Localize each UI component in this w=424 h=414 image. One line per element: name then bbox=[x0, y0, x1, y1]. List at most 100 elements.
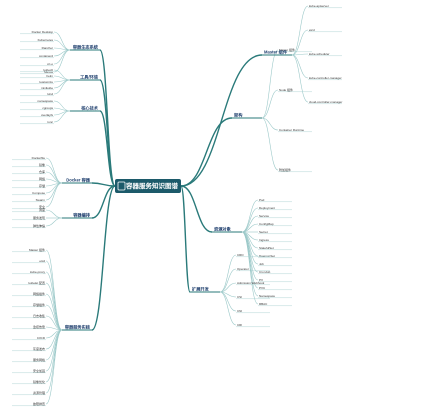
leaf-connector-practice-2 bbox=[45, 271, 63, 331]
center-title: 容器服务知识图谱 bbox=[125, 181, 179, 190]
leaf-label-docker-7: 安全 bbox=[39, 204, 45, 209]
leaf-label-resources-7: DaemonSet bbox=[259, 254, 275, 258]
leaf-label-resources-11: PVC bbox=[259, 286, 266, 290]
leaf-label-practice-2: kube-proxy bbox=[30, 270, 45, 274]
leaf-label-resources-3: ConfigMap bbox=[259, 222, 274, 226]
leaf-connector-docker-6 bbox=[45, 182, 63, 201]
leaf-connector-ecosystem-4 bbox=[53, 49, 71, 65]
leaf-label-practice-3: kubelet 配置 bbox=[28, 280, 45, 285]
leaf-label-docker-5: Compose bbox=[32, 191, 45, 195]
leaf-label-arch-3: 附加组件 bbox=[279, 167, 291, 172]
leaf-connector-arch-0 bbox=[261, 49, 279, 119]
leaf-connector-practice-6 bbox=[45, 315, 63, 331]
leaf-connector-ecosystem-5 bbox=[53, 49, 71, 73]
leaf-label-tools-2: kustomize bbox=[39, 80, 53, 84]
leaf-label-practice-11: 安全加固 bbox=[33, 368, 45, 373]
leaf-connector-docker-1 bbox=[45, 164, 63, 184]
branch-connector-orchestration bbox=[91, 185, 116, 219]
leaf-label-ecosystem-2: Rancher bbox=[42, 46, 53, 50]
leaf-label-resources-10: PV bbox=[259, 278, 263, 282]
leaf-connector-practice-5 bbox=[45, 304, 63, 331]
branch-label-master: Master 组件 bbox=[264, 49, 288, 56]
leaf-connector-extend-1 bbox=[219, 268, 237, 293]
leaf-connector-resources-0 bbox=[241, 199, 259, 233]
branch-label-orchestration: 容器编排 bbox=[72, 212, 91, 219]
leaf-label-resources-5: Ingress bbox=[259, 238, 269, 242]
leaf-label-docker-2: 仓库 bbox=[39, 169, 45, 174]
leaf-label-resources-13: RBAC bbox=[259, 302, 268, 306]
leaf-label-practice-13: 资源管理 bbox=[33, 390, 45, 395]
leaf-connector-master-1 bbox=[291, 29, 309, 56]
branch-connector-practice bbox=[91, 185, 116, 331]
branch-label-ecosystem: 容器生态系统 bbox=[72, 44, 99, 51]
branch-label-resources: 资源对象 bbox=[214, 226, 232, 233]
branch-label-arch: 架构 bbox=[233, 112, 242, 119]
leaf-connector-resources-13 bbox=[241, 231, 259, 305]
leaf-label-ecosystem-0: Docker Desktop bbox=[32, 30, 54, 34]
leaf-label-orchestration-2: 弹性伸缩 bbox=[33, 223, 45, 228]
leaf-connector-orchestration-2 bbox=[45, 217, 63, 227]
leaf-connector-extend-0 bbox=[219, 254, 237, 293]
leaf-label-practice-12: 镜像优化 bbox=[33, 379, 45, 384]
leaf-label-master-1: etcd bbox=[309, 28, 315, 32]
leaf-label-tools-3: minikube bbox=[41, 86, 53, 90]
leaf-label-tech-2: overlayfs bbox=[41, 113, 54, 117]
leaf-label-extend-0: CRD bbox=[237, 253, 244, 257]
leaf-label-resources-9: CronJob bbox=[259, 270, 271, 274]
leaf-label-practice-9: 灰度发布 bbox=[33, 346, 45, 351]
leaf-label-resources-1: Deployment bbox=[259, 206, 275, 210]
leaf-label-orchestration-1: 服务发现 bbox=[33, 215, 45, 220]
leaf-label-practice-1: etcd bbox=[39, 259, 45, 263]
leaf-label-ecosystem-3: containerd bbox=[39, 54, 53, 58]
leaf-label-docker-0: Dockerfile bbox=[32, 156, 46, 160]
leaf-label-practice-14: 故障排查 bbox=[33, 401, 45, 406]
leaf-connector-orchestration-0 bbox=[45, 209, 63, 219]
leaf-label-practice-6: 日志收集 bbox=[33, 313, 45, 318]
leaf-connector-extend-2 bbox=[219, 282, 237, 293]
branch-label-tech: 核心技术 bbox=[81, 105, 99, 112]
leaf-label-ecosystem-1: Kubernetes bbox=[38, 38, 54, 42]
leaf-label-resources-2: Service bbox=[259, 214, 269, 218]
leaf-connector-master-0 bbox=[291, 5, 309, 56]
leaf-label-practice-8: CI/CD bbox=[37, 336, 46, 340]
leaf-label-master-2: kube-scheduler bbox=[309, 52, 330, 56]
leaf-label-resources-8: Job bbox=[259, 262, 264, 266]
branch-label-extend: 扩展开发 bbox=[192, 286, 210, 293]
leaf-connector-arch-3 bbox=[261, 117, 279, 171]
leaf-label-extend-5: CRI bbox=[237, 323, 242, 327]
leaf-connector-docker-7 bbox=[45, 182, 63, 208]
branch-label-practice: 容器服务实践 bbox=[64, 324, 91, 331]
leaf-label-orchestration-0: 调度 bbox=[39, 207, 45, 212]
leaf-label-resources-6: StatefulSet bbox=[259, 246, 274, 250]
leaf-connector-practice-14 bbox=[45, 329, 63, 405]
leaf-connector-tools-4 bbox=[53, 79, 71, 95]
leaf-label-tech-1: cgroups bbox=[42, 106, 53, 110]
leaf-connector-master-4 bbox=[291, 54, 309, 103]
leaf-label-extend-1: Operator bbox=[237, 267, 249, 271]
leaf-connector-ecosystem-0 bbox=[53, 31, 71, 51]
leaf-label-practice-4: 网络插件 bbox=[33, 291, 45, 296]
leaf-label-arch-0: Master 组件 bbox=[279, 47, 295, 52]
leaf-connector-arch-2 bbox=[261, 117, 279, 131]
leaf-label-docker-6: Swarm bbox=[36, 198, 46, 202]
leaf-connector-resources-10 bbox=[241, 231, 259, 281]
leaf-label-master-4: cloud-controller-manager bbox=[309, 100, 342, 104]
branch-connector-tech bbox=[99, 110, 116, 187]
leaf-label-tech-3: runc bbox=[47, 120, 53, 124]
leaf-connector-practice-4 bbox=[45, 293, 63, 331]
leaf-connector-master-2 bbox=[291, 53, 309, 56]
branch-connector-master bbox=[180, 54, 263, 187]
branch-connector-extend bbox=[180, 185, 191, 293]
leaf-label-tools-1: helm bbox=[46, 74, 53, 78]
leaf-label-docker-3: 网络 bbox=[39, 176, 45, 181]
branch-connector-resources bbox=[180, 185, 213, 233]
center-book-icon bbox=[117, 181, 126, 191]
leaf-label-extend-3: CSI bbox=[237, 295, 242, 299]
leaf-connector-tech-3 bbox=[53, 110, 71, 123]
branch-label-tools: 工具/环境 bbox=[80, 74, 99, 81]
leaf-label-practice-10: 服务网格 bbox=[33, 357, 45, 362]
leaf-label-docker-4: 存储 bbox=[39, 183, 45, 188]
leaf-label-extend-4: CNI bbox=[237, 309, 242, 313]
leaf-label-extend-2: Admission Webhook bbox=[237, 281, 265, 285]
branch-connector-arch bbox=[180, 117, 233, 187]
